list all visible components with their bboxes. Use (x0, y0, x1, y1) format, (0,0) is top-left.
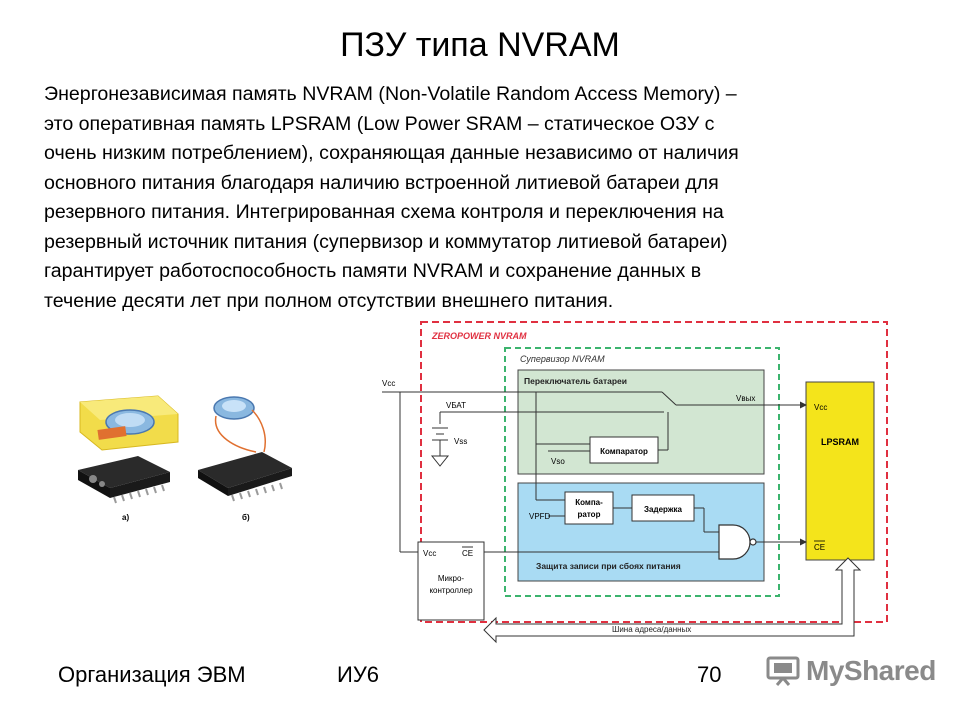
footer-page-number: 70 (697, 662, 722, 687)
comparator2-label-2: ратор (578, 510, 601, 519)
photo-label-b: б) (242, 513, 250, 522)
footer-group: ИУ6 (337, 662, 380, 687)
paragraph-line: резервный источник питания (супервизор и… (44, 230, 728, 253)
mcu-vcc-pin: Vcc (423, 549, 436, 558)
zeropower-boundary (420, 321, 888, 623)
mcu-label-1: Микро- (438, 574, 465, 583)
myshared-logo: MyShared (766, 655, 936, 687)
supervisor-boundary (504, 347, 780, 597)
chip-photo-b: б) (198, 396, 292, 522)
battery-switch-label: Переключатель батареи (524, 376, 627, 386)
footer-course: Организация ЭВМ (58, 662, 246, 687)
paragraph-line: Энергонезависимая память NVRAM (Non-Vola… (44, 83, 737, 105)
lpsram-block (805, 381, 875, 561)
delay-box (631, 494, 695, 522)
comparator2-box (564, 491, 614, 525)
lpsram-label: LPSRAM (821, 437, 859, 447)
vso-label: Vso (551, 457, 565, 466)
logo-text: MyShared (806, 655, 936, 686)
supervisor-label: Супервизор NVRAM (520, 354, 605, 364)
mcu-ce-pin: CE (462, 549, 473, 558)
paragraph-line: гарантирует работоспособность памяти NVR… (44, 260, 702, 282)
wiring (382, 391, 807, 553)
paragraph-line: основного питания благодаря наличию встр… (44, 171, 719, 194)
zeropower-label: ZEROPOWER NVRAM (431, 331, 527, 341)
vss-label: Vss (454, 437, 467, 446)
comparator-label: Компаратор (600, 447, 648, 456)
lpsram-vcc-pin: Vcc (814, 403, 827, 412)
vbat-label: VБАТ (446, 401, 466, 410)
presentation-icon (766, 656, 800, 686)
data-bus-arrow (483, 557, 862, 644)
write-protect-label: Защита записи при сбоях питания (536, 561, 681, 571)
paragraph-line: это оперативная память LPSRAM (Low Power… (44, 112, 715, 135)
paragraph-line: течение десяти лет при полном отсутствии… (44, 289, 614, 312)
vcc-label: Vcc (382, 379, 395, 388)
mcu-label-2: контроллер (429, 586, 473, 595)
slide-title: ПЗУ типа NVRAM (340, 26, 620, 64)
photo-label-a: а) (122, 513, 129, 522)
description-paragraph: Энергонезависимая память NVRAM (Non-Vola… (44, 80, 924, 316)
comparator2-label-1: Компа- (575, 498, 603, 507)
chip-photo-a: а) (78, 395, 179, 522)
comparator-box (589, 436, 659, 464)
and-gate (718, 524, 751, 560)
and-gate-bubble (749, 538, 757, 546)
vpfd-label: VPFD (529, 512, 551, 521)
bus-label: Шина адреса/данных (612, 625, 691, 634)
lpsram-ce-pin: CE (814, 543, 825, 552)
microcontroller-block (417, 541, 485, 621)
delay-label: Задержка (644, 505, 682, 514)
paragraph-line: резервного питания. Интегрированная схем… (44, 201, 724, 223)
paragraph-line: очень низким потреблением), сохраняющая … (44, 142, 739, 164)
vout-label: Vвых (736, 394, 755, 403)
